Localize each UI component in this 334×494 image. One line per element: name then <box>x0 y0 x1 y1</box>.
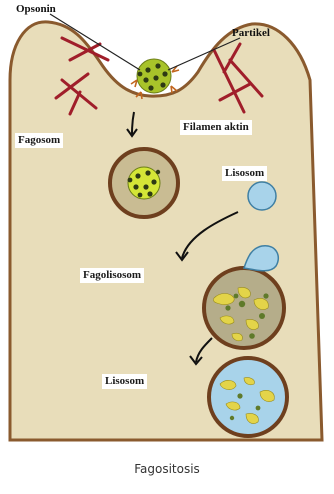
figure-caption: Fagositosis <box>0 462 334 476</box>
label-opsonin: Opsonin <box>16 3 56 15</box>
lysosome-bottom <box>209 358 287 436</box>
label-fagolisosom: Fagolisosom <box>80 268 144 283</box>
label-filamen-aktin: Filamen aktin <box>180 120 252 135</box>
phagosome <box>110 149 178 217</box>
label-lisosom-top: Lisosom <box>222 166 267 181</box>
label-fagosom: Fagosom <box>15 133 63 148</box>
lysosome-top <box>248 182 276 210</box>
label-lisosom-bottom: Lisosom <box>102 374 147 389</box>
label-partikel: Partikel <box>232 27 270 39</box>
